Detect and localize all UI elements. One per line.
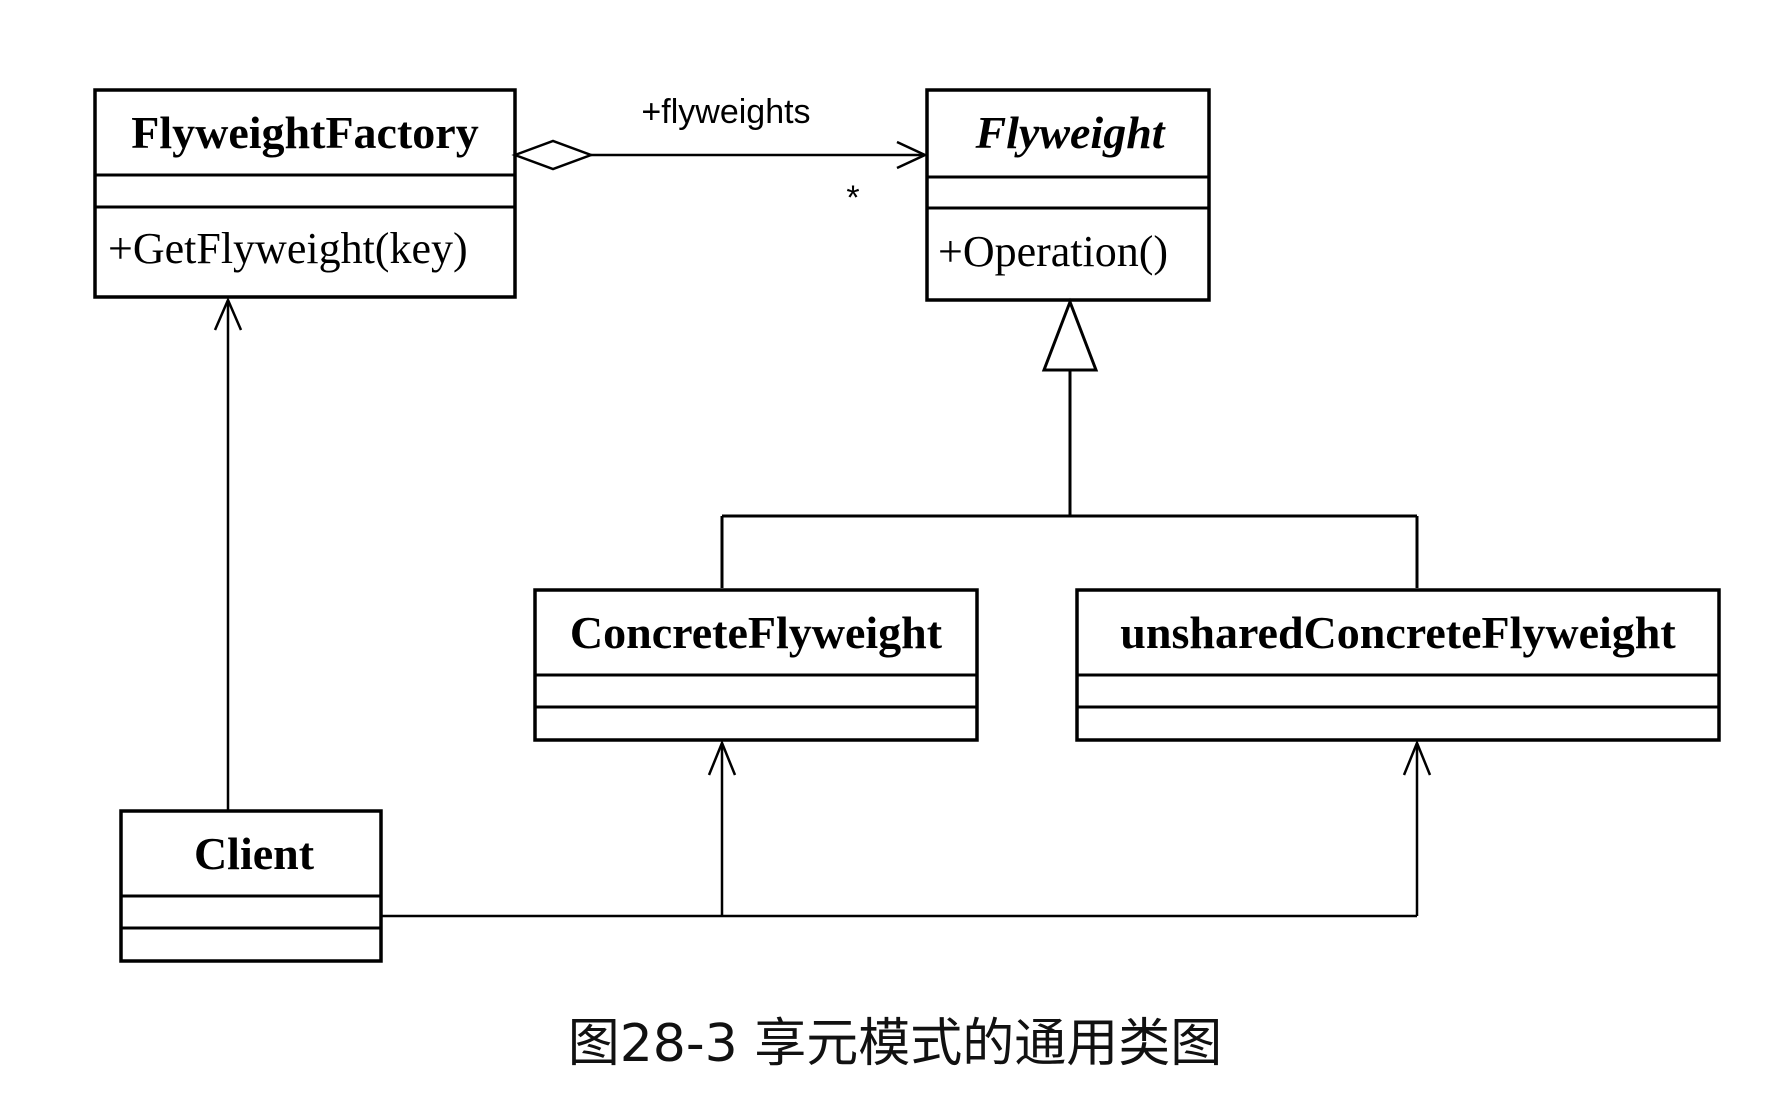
class-client: Client: [119, 809, 383, 963]
class-flyweight: Flyweight +Operation(): [925, 88, 1211, 302]
aggregation-association: +flyweights *: [511, 93, 928, 217]
client-association-concrete: [381, 739, 1417, 918]
client-association-unshared: [1402, 739, 1432, 916]
aggregation-diamond: [511, 139, 595, 171]
figure-caption: 图28-3 享元模式的通用类图: [567, 1014, 1223, 1074]
association-arrowhead: [213, 296, 243, 331]
class-unshared-concrete-flyweight: unsharedConcreteFlyweight: [1075, 588, 1721, 742]
class-flyweight-factory: FlyweightFactory +GetFlyweight(key): [93, 88, 517, 299]
multiplicity-label: *: [846, 179, 859, 217]
inheritance-triangle: [1041, 297, 1099, 372]
association-arrowhead: [707, 739, 737, 776]
class-name-unshared-concrete-flyweight: unsharedConcreteFlyweight: [1120, 607, 1676, 658]
class-box: [533, 588, 979, 742]
class-name-concrete-flyweight: ConcreteFlyweight: [570, 607, 943, 658]
class-name-client: Client: [194, 828, 315, 879]
class-box: [119, 809, 383, 963]
client-association-factory: [213, 296, 243, 811]
class-concrete-flyweight: ConcreteFlyweight: [533, 588, 979, 742]
class-box: [1075, 588, 1721, 742]
association-arrowhead: [896, 140, 928, 170]
class-box: [925, 88, 1211, 302]
operation-operation: +Operation(): [938, 227, 1168, 276]
class-name-flyweight: Flyweight: [974, 107, 1165, 158]
class-name-flyweight-factory: FlyweightFactory: [131, 107, 478, 158]
generalization: [720, 297, 1419, 588]
association-arrowhead: [1402, 739, 1432, 776]
class-box: [93, 88, 517, 299]
role-label-flyweights: +flyweights: [641, 93, 810, 131]
operation-get-flyweight: +GetFlyweight(key): [108, 224, 468, 273]
